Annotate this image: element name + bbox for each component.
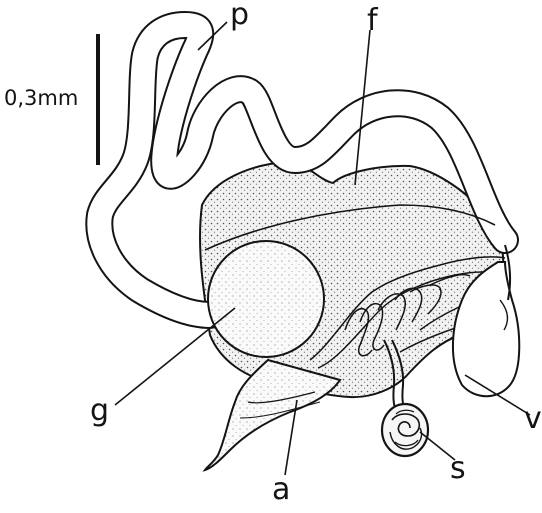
sac-s: [382, 404, 428, 456]
label-a: a: [272, 475, 290, 505]
label-g: g: [90, 396, 109, 426]
label-v: v: [524, 404, 542, 434]
sphere-g: [208, 241, 324, 357]
label-p: p: [230, 0, 249, 30]
label-f: f: [367, 6, 378, 36]
label-s: s: [450, 454, 466, 484]
scale-bar-label: 0,3mm: [4, 88, 78, 109]
projection-a: [205, 360, 340, 470]
